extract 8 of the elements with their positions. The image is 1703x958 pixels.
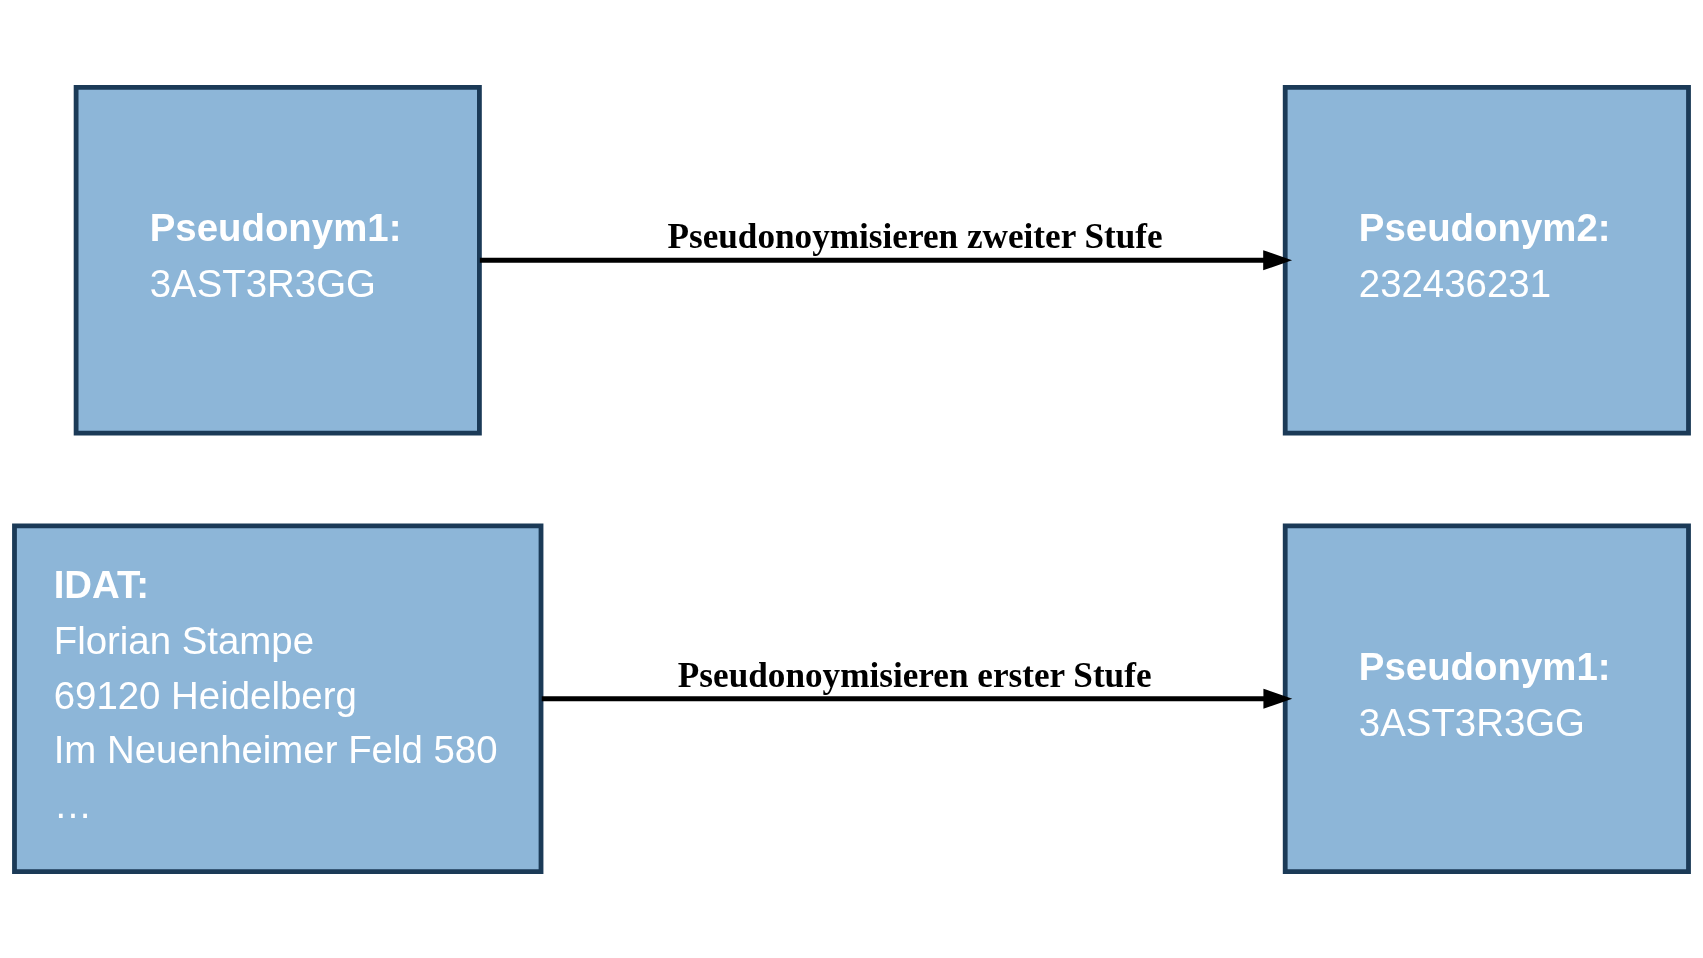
node-box: Pseudonym2: 232436231 — [1282, 84, 1691, 435]
edge-label: Pseudonoymisieren zweiter Stufe — [667, 216, 1163, 256]
arrow — [541, 688, 1293, 709]
node-box: Pseudonym1: 3AST3R3GG — [1282, 523, 1691, 874]
node-box: IDAT: Florian Stampe 69120 Heidelberg Im Neuenheimer Feld 580 … — [12, 523, 544, 874]
node-box: Pseudonym1: 3AST3R3GG — [73, 84, 482, 435]
edge-label: Pseudonoymisieren erster Stufe — [677, 655, 1152, 695]
arrow — [479, 249, 1293, 270]
